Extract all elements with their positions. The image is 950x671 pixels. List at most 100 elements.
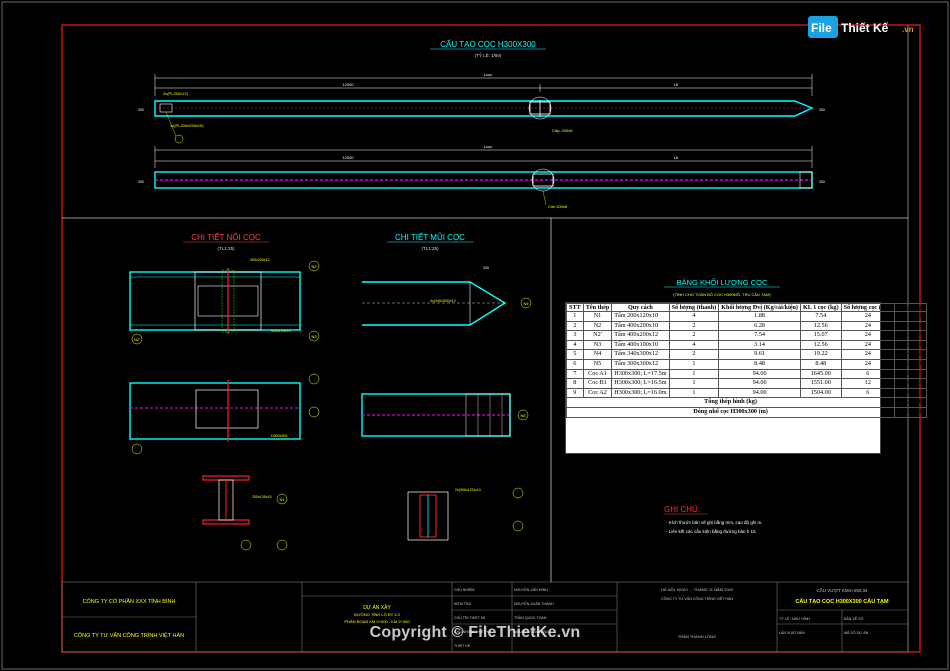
pl-label-d: H300x300	[271, 434, 287, 438]
callout-n2p: N2'	[134, 337, 140, 342]
th-quy-cach: Quy cách	[611, 303, 670, 312]
td-khoi-luong: 7.54	[718, 330, 801, 341]
tb-name-4: NGUYỄN VĂN TÙNG	[514, 629, 549, 634]
detail1-title: CHI TIẾT NỐI CỌC	[191, 232, 261, 242]
td-kl-1-coc: 1645.00	[799, 368, 842, 380]
callout-n4-sec	[512, 487, 524, 499]
tag-pl250: 2x(PL250x12)	[163, 91, 189, 96]
tb-role-1: CHỦ NHIỆM	[454, 587, 474, 592]
tb-meta-1: TỶ LỆ : NHƯ HÌNH	[779, 616, 810, 621]
td-quy-cach: Tấm 400x200x12	[611, 330, 670, 341]
tip-dim: 340	[483, 266, 489, 270]
th-kl-1-coc: KL 1 cọc (kg)	[799, 303, 842, 312]
detail2-scale: (TL1:25)	[421, 246, 439, 251]
td-quy-cach: H300x300; L=16.0m	[611, 387, 670, 399]
td-ten-thep: N2'	[582, 330, 613, 341]
tb-mid-2: ĐƯỜNG TỈNH LỘ ĐT 3.3	[354, 612, 400, 617]
td-khoi-luong: 3.14	[718, 339, 801, 351]
tb-role-2: KIỂM TRA	[454, 601, 472, 606]
td-stt: 8	[566, 378, 584, 389]
td-stt: 2	[566, 320, 584, 332]
dim-side-2: 300	[138, 180, 144, 184]
pl-label-b: 400x100x10	[271, 329, 291, 333]
leader-2	[542, 190, 547, 206]
td-quy-cach: Tấm 340x300x12	[611, 349, 670, 360]
tag-cmi: Cmi 200x6	[548, 204, 568, 209]
td-stt: 9	[566, 387, 584, 399]
pl-label-c: 200x120x10	[252, 495, 272, 499]
td-tong: 18,612.00	[894, 378, 928, 389]
td-so-luong: 1	[668, 378, 720, 389]
td-so-luong: 1	[668, 358, 720, 370]
total-label: Tổng thép hình (kg)	[565, 397, 896, 408]
td-khoi-luong: 94.00	[718, 387, 801, 399]
dim-lcoc-b: Lcọc	[484, 144, 492, 149]
td-quy-cach: Tấm 300x300x12	[611, 358, 670, 370]
tb-org: CÔNG TY TƯ VẤN CÔNG TRÌNH VIỆT HÀN	[661, 596, 733, 601]
callouts-detail1	[131, 260, 320, 551]
tb-mid-3: PHÂN ĐOẠN KM 0+000 - KM 2+300	[344, 619, 410, 624]
top-title: CẤU TẠO CỌC H300X300	[440, 39, 536, 49]
note-line-1: - Kích thước bản vẽ ghi bằng mm, cao độ …	[666, 519, 763, 525]
leader-1	[165, 111, 177, 137]
length-value: 357.00	[894, 406, 928, 418]
td-ten-thep: N5	[582, 358, 613, 370]
td-kl-1-coc: 12.56	[799, 339, 842, 351]
dim-side-1: 300	[138, 108, 144, 112]
tip-n5: N5	[520, 413, 526, 418]
length-label: Đóng nhổ cọc H300x300 (m)	[565, 406, 896, 418]
callout-n2: N2	[311, 264, 317, 269]
splice-plan-view	[129, 268, 301, 334]
tb-name-2: NGUYỄN XUÂN THÀNH	[514, 601, 554, 606]
td-tong: 361.73	[894, 330, 928, 341]
td-stt: 1	[566, 311, 584, 322]
tb-name-1: NGUYỄN VĂN MINH	[514, 587, 548, 592]
th-stt: STT	[566, 303, 584, 312]
td-so-luong: 2	[668, 330, 720, 341]
dim-lcoc: Lcọc	[484, 72, 492, 77]
logo-brand-rest: Thiết Kế	[841, 21, 889, 35]
td-so-luong: 1	[668, 387, 720, 399]
pile-tip-side	[361, 393, 511, 437]
td-kl-1-coc: 19.22	[799, 349, 842, 360]
th-ten-thep: Tên thép	[582, 303, 613, 312]
td-so-luong-coc: 6	[840, 368, 896, 380]
tip-pl: 4x(340x300)x12	[430, 299, 456, 303]
pile-tip-section	[407, 491, 449, 541]
td-quy-cach: H300x300; L=17.5m	[611, 368, 670, 380]
th-tong: Tổng (Kg)	[894, 303, 928, 312]
tb-role-5: THIẾT KẾ	[454, 643, 471, 648]
td-kl-1-coc: 7.54	[799, 311, 842, 322]
callout-n5-sec	[512, 520, 524, 532]
td-tong: 9,870.00	[894, 368, 928, 380]
td-ten-thep: N4	[582, 349, 613, 360]
detail2-title: CHI TIẾT MŨI CỌC	[395, 232, 465, 242]
td-kl-1-coc: 8.48	[799, 358, 842, 370]
filethietke-logo: File Thiết Kế .vn	[808, 16, 914, 38]
td-tong: 461.20	[894, 349, 928, 360]
tag-cap: Cấp: 200x6	[552, 128, 573, 133]
td-so-luong-coc: 6	[840, 387, 896, 399]
td-ten-thep: Coc A1	[582, 368, 613, 380]
td-so-luong-coc: 24	[840, 320, 896, 332]
tip-n4: N4	[523, 301, 529, 306]
logo-brand-tld: .vn	[902, 25, 914, 34]
td-stt: 6	[566, 358, 584, 370]
td-ten-thep: Coc A2	[582, 387, 613, 399]
td-tong: 9,024.00	[894, 387, 928, 399]
pl-label-a: 400x200x12	[250, 258, 270, 262]
td-so-luong: 2	[668, 320, 720, 332]
td-khoi-luong: 6.28	[718, 320, 801, 332]
td-so-luong-coc: 24	[840, 349, 896, 360]
td-khoi-luong: 8.48	[718, 358, 801, 370]
td-so-luong: 1	[668, 368, 720, 380]
td-tong: 180.86	[894, 311, 928, 322]
td-so-luong-coc: 12	[840, 378, 896, 389]
td-so-luong-coc: 24	[840, 311, 896, 322]
td-so-luong: 4	[668, 311, 720, 322]
tb-meta-2: BẢN VẼ SỐ	[844, 616, 864, 621]
